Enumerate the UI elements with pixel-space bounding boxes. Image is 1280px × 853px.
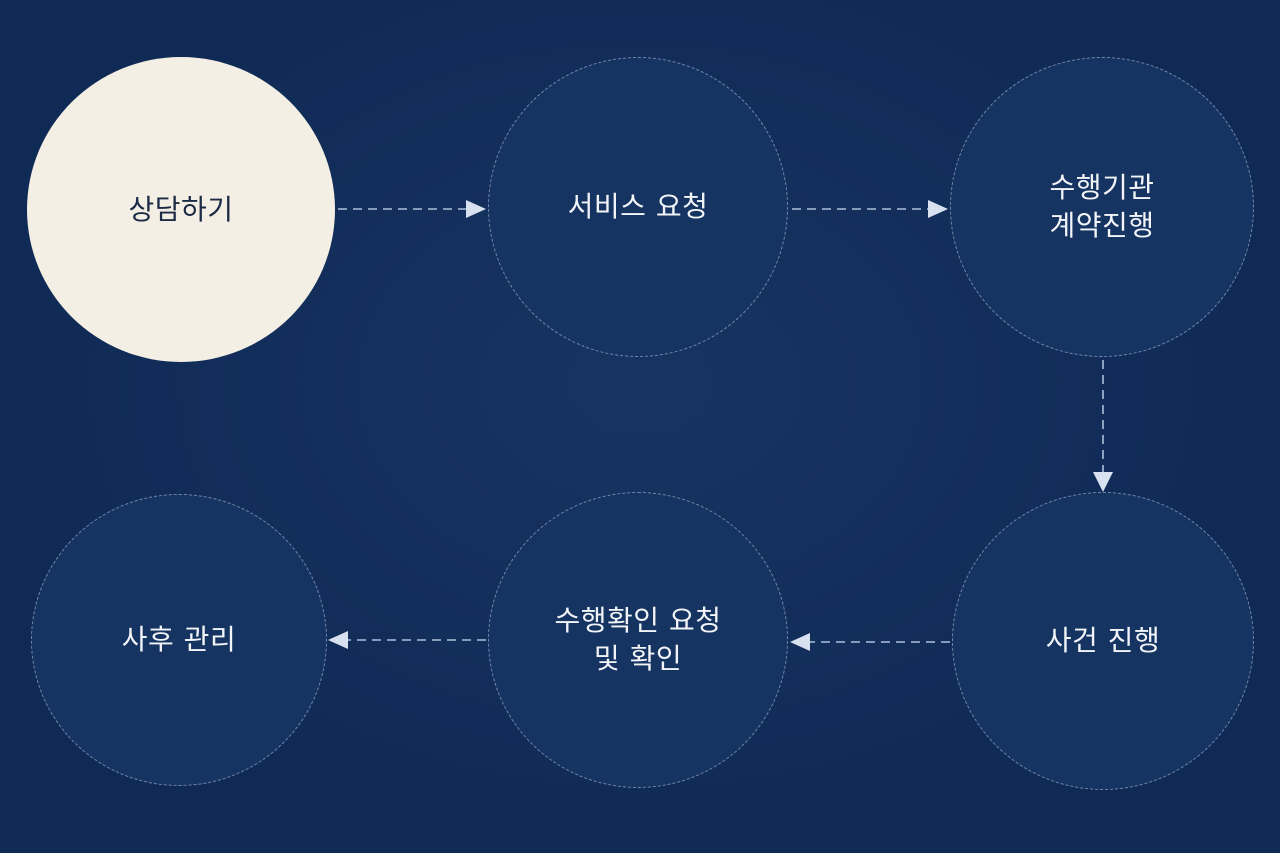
step-completion-confirmation[interactable]: 수행확인 요청 및 확인 bbox=[488, 492, 788, 788]
step-service-request[interactable]: 서비스 요청 bbox=[488, 57, 788, 357]
step-label-line: 수행확인 요청 bbox=[554, 604, 722, 638]
step-label-line: 상담하기 bbox=[128, 192, 234, 226]
step-label-line: 및 확인 bbox=[593, 642, 683, 675]
step-case-progress[interactable]: 사건 진행 bbox=[952, 492, 1254, 790]
step-consultation[interactable]: 상담하기 bbox=[27, 57, 335, 362]
step-agency-contract[interactable]: 수행기관 계약진행 bbox=[950, 57, 1254, 357]
arrowhead-step3 bbox=[928, 200, 948, 218]
step-follow-up[interactable]: 사후 관리 bbox=[31, 494, 327, 786]
step-label-line: 서비스 요청 bbox=[567, 190, 709, 224]
step-label-line: 수행기관 bbox=[1049, 171, 1155, 205]
step-label-line: 사후 관리 bbox=[121, 623, 237, 657]
step-label-line: 사건 진행 bbox=[1045, 624, 1161, 658]
arrowhead-step6 bbox=[328, 631, 348, 649]
step-label-line: 계약진행 bbox=[1049, 209, 1155, 242]
arrowhead-step2 bbox=[466, 200, 486, 218]
arrowhead-step5 bbox=[790, 633, 810, 651]
arrowhead-step4 bbox=[1093, 472, 1113, 492]
